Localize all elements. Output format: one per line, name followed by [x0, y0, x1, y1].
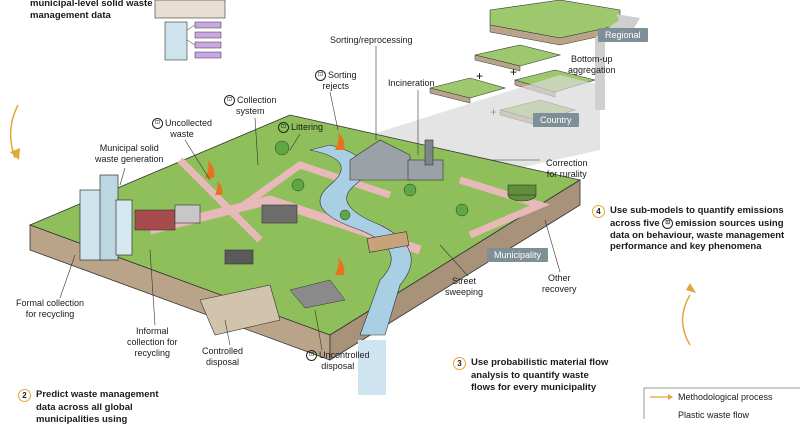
emission-source-icon: ⊡ [662, 218, 673, 229]
legend-plastic-flow: Plastic waste flow [678, 410, 749, 421]
step1-text: municipal-level solid waste management d… [30, 0, 152, 21]
label-littering: ⊡Littering [278, 122, 323, 133]
uncollected-waste-line1: Uncollected [165, 118, 212, 128]
step1-line2: management data [30, 10, 152, 22]
step3-line3: flows for every municipality [453, 382, 608, 394]
step3-line2: analysis to quantify waste [453, 370, 608, 382]
legend-methodological: Methodological process [678, 392, 773, 403]
controlled-disposal-line1: Controlled [202, 346, 243, 357]
uncontrolled-disposal-emission-icon: ⊡ [306, 350, 317, 361]
label-msw-generation: Municipal solid waste generation [95, 143, 164, 165]
label-sorting-reprocessing: Sorting/reprocessing [330, 35, 413, 46]
collection-system-line2: system [224, 106, 277, 117]
step4-line3: data on behaviour, waste management [592, 230, 784, 242]
label-incineration: Incineration [388, 78, 435, 89]
msw-generation-line2: waste generation [95, 154, 164, 165]
other-recovery-line1: Other [542, 273, 577, 284]
uncollected-waste-line2: waste [152, 129, 212, 140]
formal-collection-line1: Formal collection [16, 298, 84, 309]
informal-collection-line2: collection for [127, 337, 178, 348]
step4-line4: performance and key phenomena [592, 241, 784, 253]
littering-emission-icon: ⊡ [278, 122, 289, 133]
msw-generation-line1: Municipal solid [95, 143, 164, 154]
step4-number-badge: 4 [592, 205, 605, 218]
step3-number-badge: 3 [453, 357, 466, 370]
step2-line1: Predict waste management [36, 389, 159, 400]
step1-thumbnail [155, 0, 225, 60]
littering-text: Littering [291, 122, 323, 132]
other-recovery-line2: recovery [542, 284, 577, 295]
step2-line2: data across all global [18, 402, 159, 414]
step4-line2a: across five [610, 218, 660, 229]
label-uncontrolled-disposal: ⊡Uncontrolled disposal [306, 350, 370, 372]
step2-line3: municipalities using [18, 414, 159, 425]
controlled-disposal-line2: disposal [202, 357, 243, 368]
step3-line1: Use probabilistic material flow [471, 357, 608, 368]
sorting-rejects-line2: rejects [315, 81, 357, 92]
label-bottom-up-aggregation: Bottom-up aggregation [568, 54, 616, 76]
svg-text:+: + [476, 69, 483, 83]
formal-collection-line2: for recycling [16, 309, 84, 320]
collection-system-emission-icon: ⊡ [224, 95, 235, 106]
bottom-up-line1: Bottom-up [568, 54, 616, 65]
sorting-rejects-emission-icon: ⊡ [315, 70, 326, 81]
step4-line1: Use sub-models to quantify emissions [610, 205, 784, 216]
label-sorting-rejects: ⊡Sorting rejects [315, 70, 357, 92]
label-correction-rurality: Correction for rurality [546, 158, 588, 180]
methodology-arrow-right [683, 295, 691, 345]
step1-line1: municipal-level solid waste [30, 0, 152, 10]
step4-text: 4 Use sub-models to quantify emissions ac… [592, 205, 784, 253]
informal-collection-line1: Informal [127, 326, 178, 337]
label-other-recovery: Other recovery [542, 273, 577, 295]
step4-line2b: emission sources using [675, 218, 783, 229]
street-sweeping-line1: Street [445, 276, 483, 287]
bottom-up-line2: aggregation [568, 65, 616, 76]
informal-collection-line3: recycling [127, 348, 178, 359]
street-sweeping-line2: sweeping [445, 287, 483, 298]
label-uncollected-waste: ⊡Uncollected waste [152, 118, 212, 140]
uncollected-waste-emission-icon: ⊡ [152, 118, 163, 129]
collection-system-line1: Collection [237, 95, 277, 105]
tag-country: Country [533, 113, 579, 127]
step2-text: 2 Predict waste management data across al… [18, 389, 159, 425]
label-street-sweeping: Street sweeping [445, 276, 483, 298]
step3-text: 3 Use probabilistic material flow analysi… [453, 357, 608, 393]
svg-text:+: + [510, 65, 517, 79]
correction-line2: for rurality [546, 169, 588, 180]
label-controlled-disposal: Controlled disposal [202, 346, 243, 368]
uncontrolled-disposal-line2: disposal [306, 361, 370, 372]
label-formal-collection: Formal collection for recycling [16, 298, 84, 320]
tag-municipality: Municipality [487, 248, 548, 262]
step2-number-badge: 2 [18, 389, 31, 402]
sorting-rejects-line1: Sorting [328, 70, 357, 80]
label-informal-collection: Informal collection for recycling [127, 326, 178, 359]
uncontrolled-disposal-line1: Uncontrolled [319, 350, 370, 360]
label-collection-system: ⊡Collection system [224, 95, 277, 117]
tag-regional: Regional [598, 28, 648, 42]
correction-line1: Correction [546, 158, 588, 169]
